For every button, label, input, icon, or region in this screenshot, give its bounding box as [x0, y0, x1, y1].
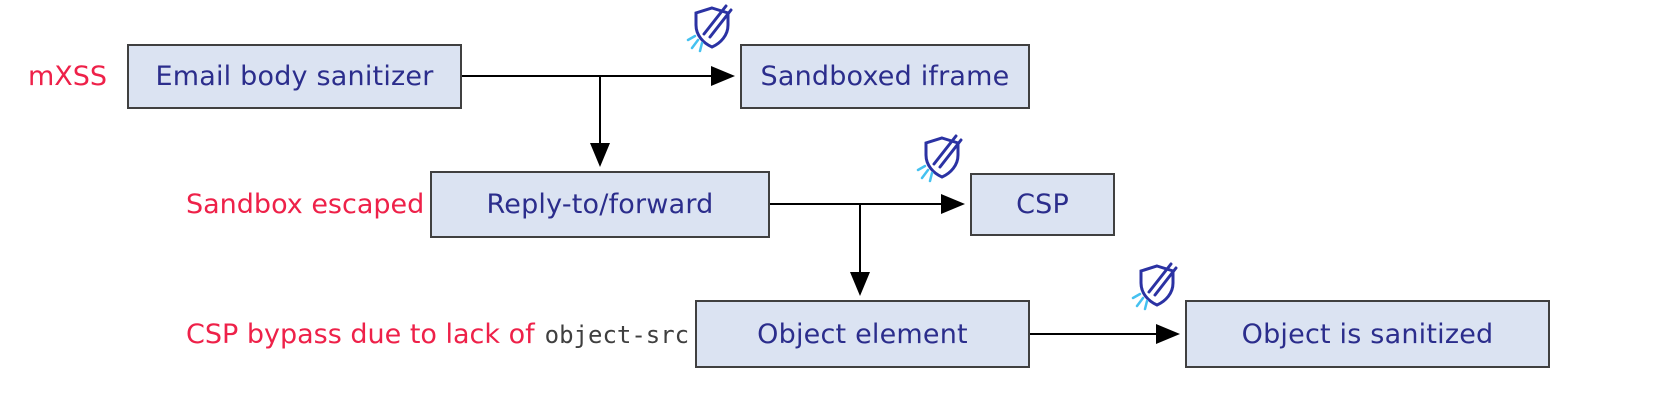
shield-pierced-icon [686, 4, 733, 53]
node-object-element: Object element [695, 300, 1030, 368]
node-reply-to-forward-label: Reply-to/forward [486, 189, 714, 220]
label-csp-bypass: CSP bypass due to lack of object-src [186, 319, 689, 350]
node-reply-to-forward: Reply-to/forward [430, 171, 770, 238]
label-object-src-code: object-src [544, 321, 690, 349]
node-object-is-sanitized: Object is sanitized [1185, 300, 1550, 368]
node-sandboxed-iframe: Sandboxed iframe [740, 44, 1030, 109]
label-csp-bypass-text: CSP bypass due to lack of [186, 319, 535, 350]
node-csp: CSP [970, 173, 1115, 236]
node-csp-label: CSP [1016, 189, 1069, 220]
node-object-is-sanitized-label: Object is sanitized [1241, 318, 1494, 350]
label-mxss: mXSS [28, 61, 107, 92]
label-sandbox-escaped-text: Sandbox escaped [186, 189, 425, 220]
node-email-body-sanitizer: Email body sanitizer [127, 44, 462, 109]
shield-pierced-icon [1131, 262, 1178, 311]
label-mxss-text: mXSS [28, 61, 108, 92]
shield-pierced-icon [916, 134, 963, 183]
node-email-body-sanitizer-label: Email body sanitizer [155, 61, 434, 92]
node-sandboxed-iframe-label: Sandboxed iframe [760, 61, 1010, 92]
node-object-element-label: Object element [757, 318, 968, 350]
label-sandbox-escaped: Sandbox escaped [186, 189, 424, 220]
